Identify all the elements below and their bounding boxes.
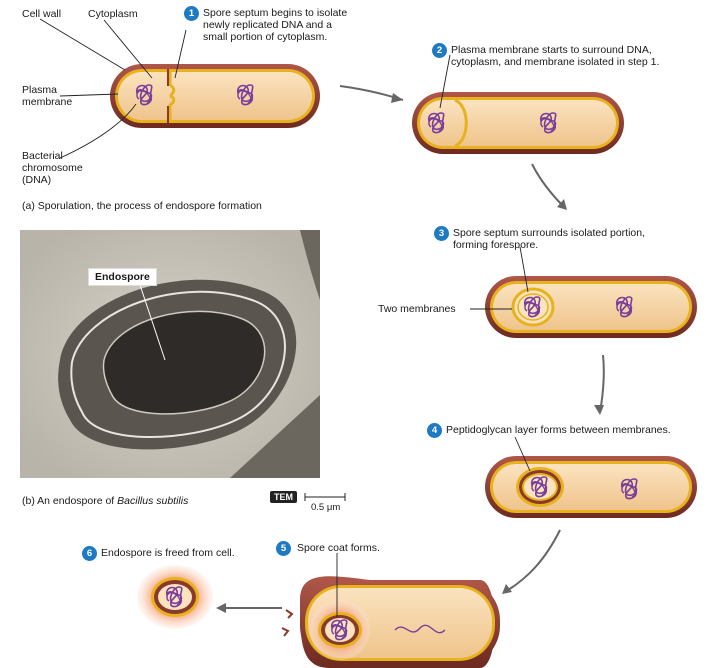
chromosome-label-line3: (DNA) xyxy=(22,174,52,186)
step-2-line: cytoplasm, and membrane isolated in step… xyxy=(451,56,660,68)
step-1-text: Spore septum begins to isolate newly rep… xyxy=(203,7,347,43)
two-membranes-label: Two membranes xyxy=(378,303,456,315)
plasma-label-line1: Plasma xyxy=(22,84,58,96)
chromosome-label: Bacterial chromosome (DNA) xyxy=(22,150,83,186)
cell-stage-2 xyxy=(412,92,624,154)
tem-micrograph xyxy=(20,230,320,478)
step-5-badge: 5 xyxy=(276,541,291,556)
step-2-badge: 2 xyxy=(432,43,447,58)
plasma-label-line2: membrane xyxy=(22,96,73,108)
step-6-line: Endospore is freed from cell. xyxy=(101,547,235,559)
scale-label: 0.5 μm xyxy=(311,502,341,513)
step-3-text: Spore septum surrounds isolated portion,… xyxy=(453,227,645,251)
step-5-line: Spore coat forms. xyxy=(297,542,380,554)
step-4-badge: 4 xyxy=(427,423,442,438)
step-6-text: Endospore is freed from cell. xyxy=(101,547,235,559)
step-5-text: Spore coat forms. xyxy=(297,542,380,554)
chromosome-label-line1: Bacterial xyxy=(22,150,63,162)
step-2-line: Plasma membrane starts to surround DNA, xyxy=(451,44,652,56)
step-3-line: Spore septum surrounds isolated portion, xyxy=(453,227,646,239)
plasma-membrane-label: Plasma membrane xyxy=(22,84,72,108)
cytoplasm-label: Cytoplasm xyxy=(88,8,138,20)
caption-b: (b) An endospore of Bacillus subtilis xyxy=(22,495,188,507)
step-6-badge: 6 xyxy=(82,546,97,561)
cell-stage-4 xyxy=(485,456,697,518)
tem-badge: TEM xyxy=(270,491,297,503)
cell-wall-label: Cell wall xyxy=(22,8,62,20)
step-2-text: Plasma membrane starts to surround DNA, … xyxy=(451,44,659,68)
cell-stage-1 xyxy=(110,64,320,128)
caption-b-species: Bacillus subtilis xyxy=(117,495,189,507)
caption-b-prefix: (b) An endospore of xyxy=(22,495,118,507)
leader-lines xyxy=(39,18,531,617)
freed-endospore xyxy=(137,565,213,629)
chromosome-label-line2: chromosome xyxy=(22,162,83,174)
step-4-line: Peptidoglycan layer forms between membra… xyxy=(446,424,671,436)
step-1-badge: 1 xyxy=(184,6,199,21)
cell-stage-3 xyxy=(485,276,697,338)
step-1-line: Spore septum begins to isolate xyxy=(203,7,348,19)
endospore-label: Endospore xyxy=(88,268,157,286)
step-3-line: forming forespore. xyxy=(453,239,539,251)
caption-a: (a) Sporulation, the process of endospor… xyxy=(22,200,262,212)
step-1-line: small portion of cytoplasm. xyxy=(203,31,328,43)
cell-stage-5 xyxy=(281,576,500,668)
step-1-line: newly replicated DNA and a xyxy=(203,19,332,31)
step-3-badge: 3 xyxy=(434,226,449,241)
scale-bar xyxy=(304,493,346,501)
step-4-text: Peptidoglycan layer forms between membra… xyxy=(446,424,671,436)
